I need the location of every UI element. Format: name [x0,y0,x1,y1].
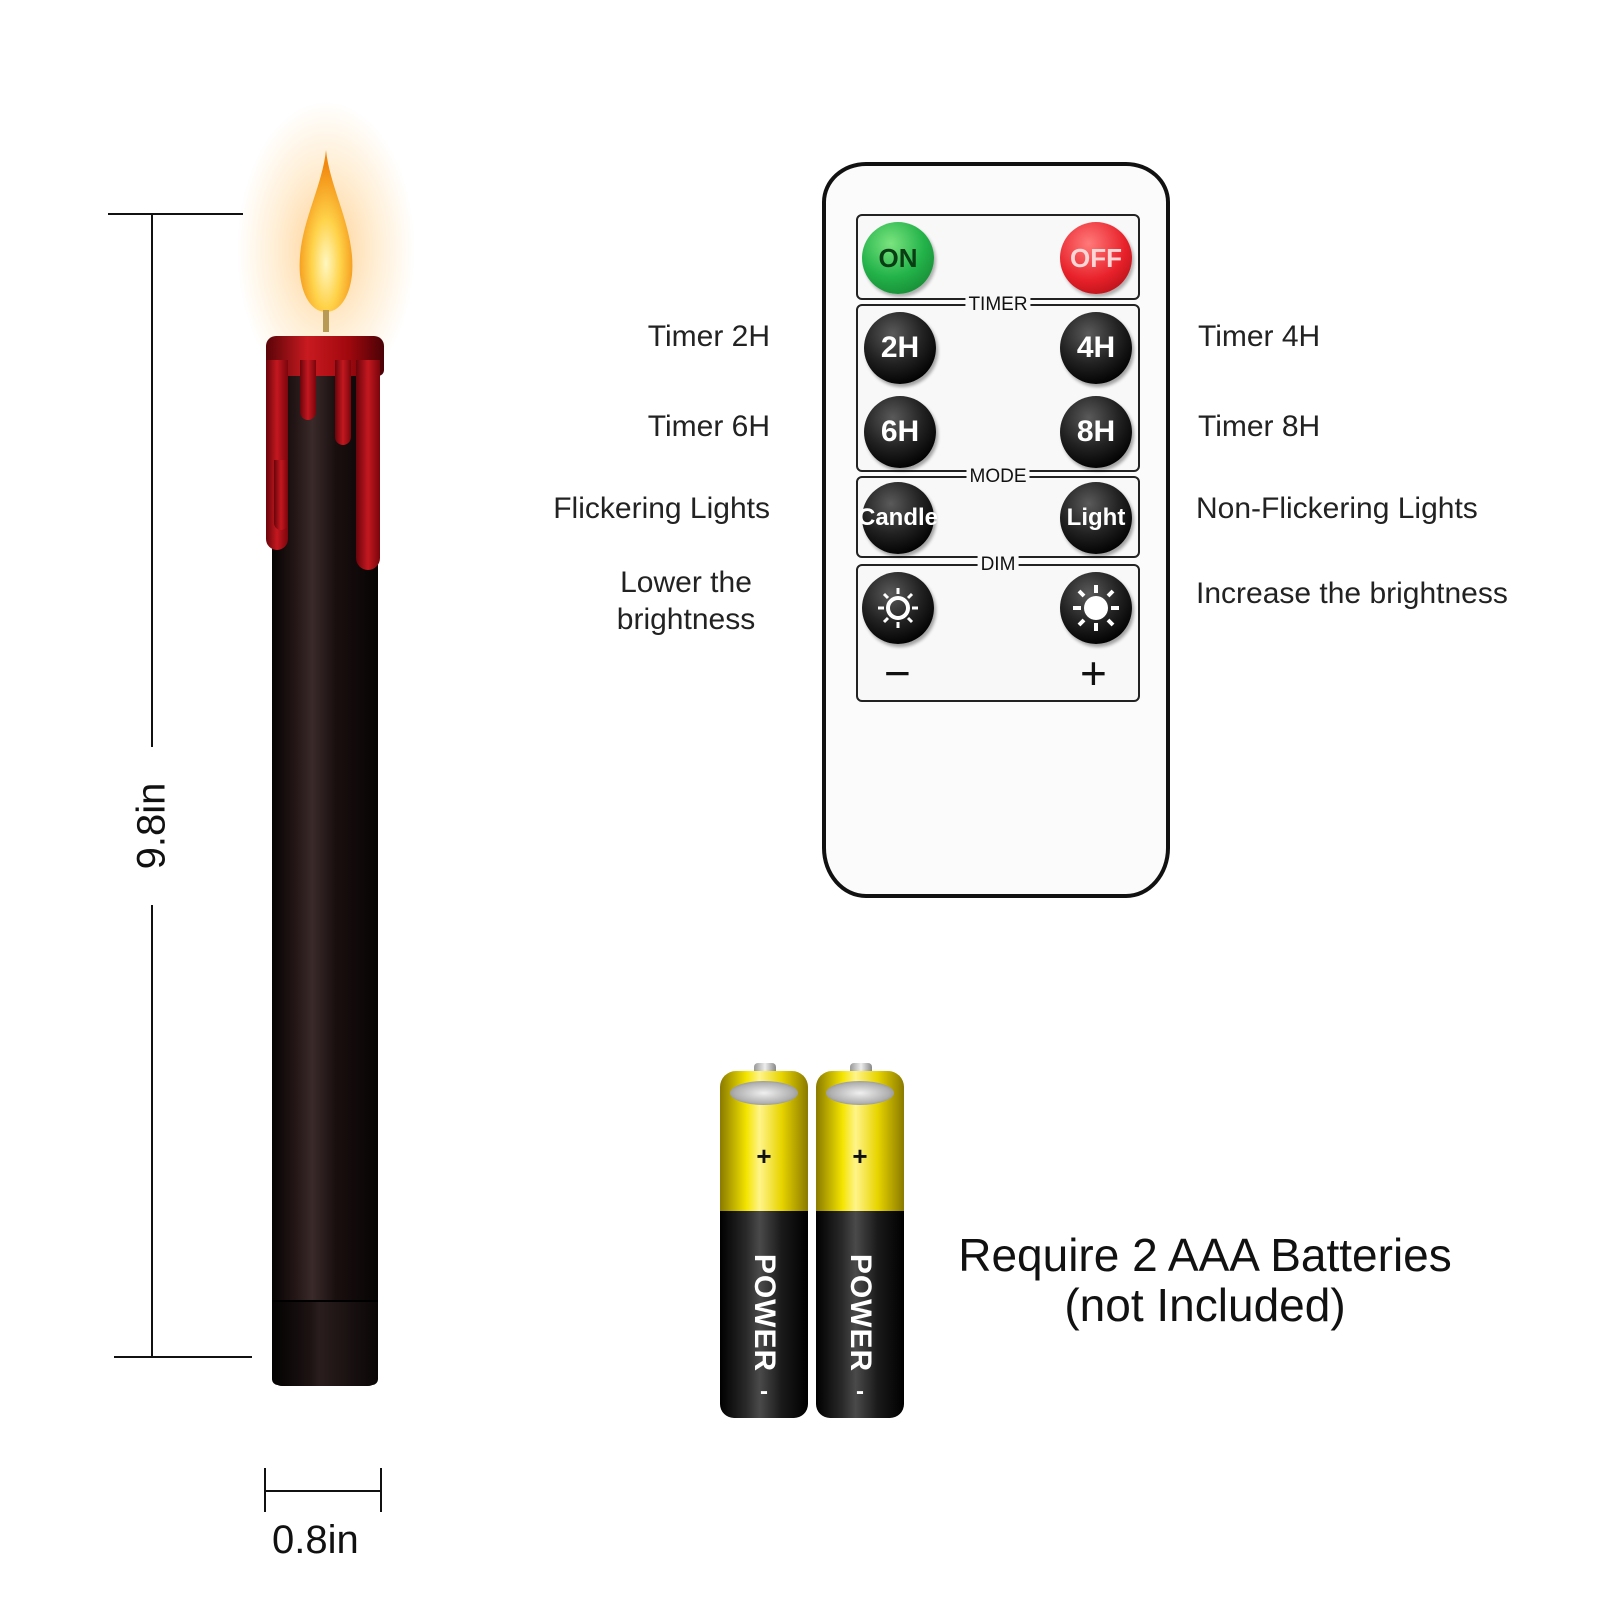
width-label: 0.8in [272,1518,359,1562]
battery-terminal [754,1063,776,1073]
dimension-line [151,214,153,747]
wax-drip [356,360,380,570]
candle-mode-button[interactable]: Candle [858,482,938,554]
dimension-tick-right [380,1468,382,1512]
height-label: 9.8in [129,782,174,870]
battery-top: + [816,1071,904,1211]
minus-sign: − [884,647,911,699]
callout-non-flickering: Non-Flickering Lights [1196,492,1478,525]
off-button[interactable]: OFF [1060,222,1132,294]
battery-ring [826,1081,894,1105]
aaa-battery: + POWER - [720,1063,808,1418]
candle-base [272,1300,378,1386]
light-mode-button[interactable]: Light [1060,482,1132,554]
dimension-line [151,905,153,1357]
mode-panel: MODE Candle Light [856,466,1140,558]
callout-timer-2h: Timer 2H [647,320,770,353]
battery-plus: + [756,1141,772,1171]
battery-body [720,1211,808,1418]
dim-down-button[interactable] [862,572,934,644]
dimension-tick-left [264,1468,266,1512]
dimension-tick-bottom [114,1356,252,1358]
mode-section-label: MODE [966,466,1030,488]
timer-8h-button[interactable]: 8H [1060,396,1132,468]
power-panel: ON OFF [856,214,1140,300]
battery-note-line1: Require 2 AAA Batteries [958,1229,1452,1281]
dim-panel: DIM − [856,554,1140,702]
battery-ring [730,1081,798,1105]
timer-panel: TIMER 2H 4H 6H 8H [856,294,1140,472]
callout-flickering: Flickering Lights [553,492,770,525]
battery-minus: - [760,1378,768,1405]
callout-increase-brightness: Increase the brightness [1196,577,1508,610]
timer-2h-button[interactable]: 2H [864,312,936,384]
plus-sign: + [1080,647,1107,699]
sun-small-icon [878,588,918,628]
wax-drip [300,360,316,420]
timer-6h-button[interactable]: 6H [864,396,936,468]
on-button[interactable]: ON [862,222,934,294]
wax-drip [274,460,288,530]
remote-control: ON OFF TIMER 2H 4H 6H 8H MODE Candle Lig… [822,162,1170,898]
callout-lower-brightness-line2: brightness [616,603,756,636]
battery-note-line2: (not Included) [1064,1279,1346,1331]
battery-requirement-note: Require 2 AAA Batteries (not Included) [925,1230,1485,1330]
flame-icon [299,150,353,332]
battery-body [816,1211,904,1418]
timer-section-label: TIMER [965,294,1031,316]
callout-timer-4h: Timer 4H [1198,320,1321,353]
battery-terminal [850,1063,872,1073]
dim-up-button[interactable] [1060,572,1132,644]
dim-section-label: DIM [977,554,1019,576]
aaa-battery: + POWER - [816,1063,904,1418]
dimension-line [264,1490,382,1492]
callout-timer-6h: Timer 6H [647,410,770,443]
dimension-tick-top [108,213,243,215]
timer-4h-button[interactable]: 4H [1060,312,1132,384]
battery-plus: + [852,1141,868,1171]
wax-drip [335,360,351,445]
callout-timer-8h: Timer 8H [1198,410,1321,443]
sun-large-icon [1073,585,1119,631]
battery-brand: POWER [748,1253,781,1373]
battery-top: + [720,1071,808,1211]
battery-minus: - [856,1378,864,1405]
callout-lower-brightness-line1: Lower the [620,566,752,599]
battery-brand: POWER [844,1253,877,1373]
